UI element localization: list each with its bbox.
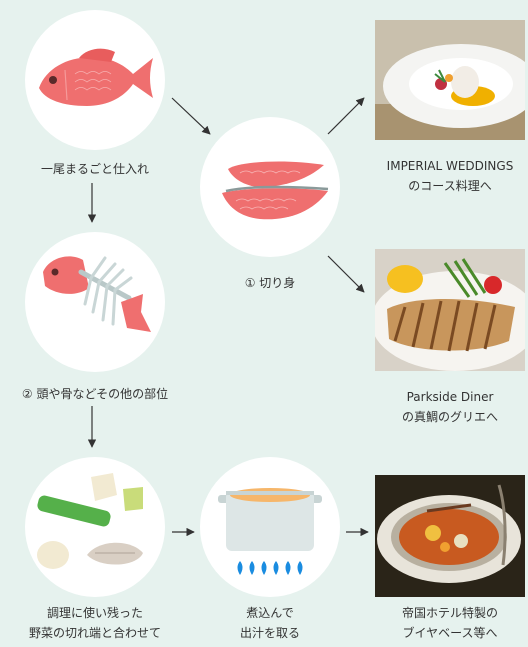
stock-label-line1: 煮込んで — [246, 606, 294, 620]
whole-fish-circle — [25, 10, 165, 150]
head-bone-circle — [25, 232, 165, 372]
whole-fish-icon — [39, 48, 153, 106]
vegetable-scraps-icon — [37, 473, 143, 569]
bouillabaisse-label-line1: 帝国ホテル特製の — [401, 606, 498, 620]
parkside-label-line2: の真鯛のグリエへ — [401, 410, 498, 424]
imperial-dish-photo — [375, 20, 525, 140]
fillet-circle — [200, 117, 340, 257]
vegetables-label-line1: 調理に使い残った — [46, 606, 143, 620]
whole-fish-label: 一尾まるごと仕入れ — [40, 162, 149, 176]
parkside-dish-photo — [375, 249, 525, 371]
vegetables-circle — [25, 457, 165, 597]
imperial-label-line2: のコース料理へ — [408, 179, 492, 193]
head-bone-label: ② 頭や骨などその他の部位 — [21, 387, 169, 401]
fish-bone-icon — [43, 256, 151, 332]
stock-circle — [200, 457, 340, 597]
stock-pot-icon — [218, 488, 322, 575]
stock-label-line2: 出汁を取る — [239, 626, 300, 640]
fillet-label: ① 切り身 — [244, 276, 296, 290]
bouillabaisse-label-line2: ブイヤベース等へ — [402, 626, 498, 640]
fillet-icon — [222, 161, 329, 220]
bouillabaisse-photo — [375, 475, 525, 597]
vegetables-label-line2: 野菜の切れ端と合わせて — [28, 626, 161, 640]
imperial-label-line1: IMPERIAL WEDDINGS — [386, 159, 514, 173]
parkside-label-line1: Parkside Diner — [406, 390, 494, 404]
